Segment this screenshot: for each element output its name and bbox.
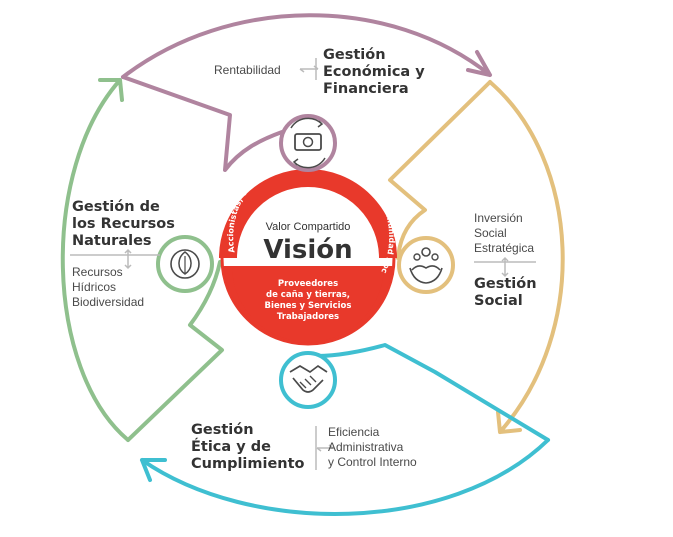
recursos-title-line: los Recursos — [72, 216, 175, 232]
vision-bottom-line: de caña y tierras, — [266, 290, 350, 300]
etica-item: y Control Interno — [328, 455, 417, 469]
etica-title-line: Cumplimiento — [191, 456, 305, 472]
leaf-icon — [156, 235, 214, 293]
economica-title-line: Económica y — [323, 64, 425, 80]
social-title: Gestión Social — [474, 276, 537, 310]
social-arrow — [488, 80, 565, 434]
etica-arrow — [140, 438, 550, 516]
etica-title-line: Gestión — [191, 422, 254, 438]
vision-bottom-line: Proveedores — [278, 279, 338, 289]
vision-bottom-line: Bienes y Servicios — [265, 301, 352, 311]
social-item: Social — [474, 226, 507, 240]
recursos-title: Gestión de los Recursos Naturales — [72, 199, 175, 250]
double-arrow-icon — [315, 426, 334, 470]
social-items: Inversión Social Estratégica — [474, 211, 534, 256]
social-item: Inversión — [474, 211, 523, 225]
social-title-line: Social — [474, 293, 523, 309]
social-item: Estratégica — [474, 241, 535, 255]
recursos-item: Hídricos — [72, 280, 117, 294]
social-connector — [388, 80, 492, 260]
money-exchange-icon — [279, 114, 337, 172]
economica-arrow — [121, 13, 492, 79]
etica-item: Eficiencia — [328, 425, 380, 439]
recursos-item: Biodiversidad — [72, 295, 145, 309]
recursos-items: Recursos Hídricos Biodiversidad — [72, 265, 144, 310]
recursos-arrow — [60, 78, 130, 442]
vision-subtitle: Valor Compartido — [266, 221, 351, 233]
community-hands-icon — [397, 236, 455, 294]
etica-items: Eficiencia Administrativa y Control Inte… — [328, 425, 417, 470]
economica-item: Rentabilidad — [214, 63, 281, 77]
etica-title: Gestión Ética y de Cumplimiento — [191, 422, 305, 473]
etica-connector — [316, 343, 550, 442]
economica-title: Gestión Económica y Financiera — [323, 47, 425, 98]
economica-title-line: Gestión — [323, 47, 386, 63]
handshake-icon — [279, 351, 337, 409]
double-arrow-icon — [474, 256, 536, 278]
economica-title-line: Financiera — [323, 81, 409, 97]
etica-title-line: Ética y de — [191, 439, 271, 455]
etica-item: Administrativa — [328, 440, 404, 454]
vision-circle — [220, 170, 396, 346]
double-arrow-icon — [299, 58, 319, 80]
vision-bottom-line: Trabajadores — [277, 312, 339, 322]
social-title-line: Gestión — [474, 276, 537, 292]
recursos-connector — [126, 260, 224, 442]
economica-connector — [121, 75, 284, 172]
recursos-title-line: Gestión de — [72, 199, 160, 215]
recursos-title-line: Naturales — [72, 233, 152, 249]
double-arrow-icon — [70, 248, 160, 270]
vision-title: Visión — [263, 235, 352, 265]
recursos-item: Recursos — [72, 265, 123, 279]
